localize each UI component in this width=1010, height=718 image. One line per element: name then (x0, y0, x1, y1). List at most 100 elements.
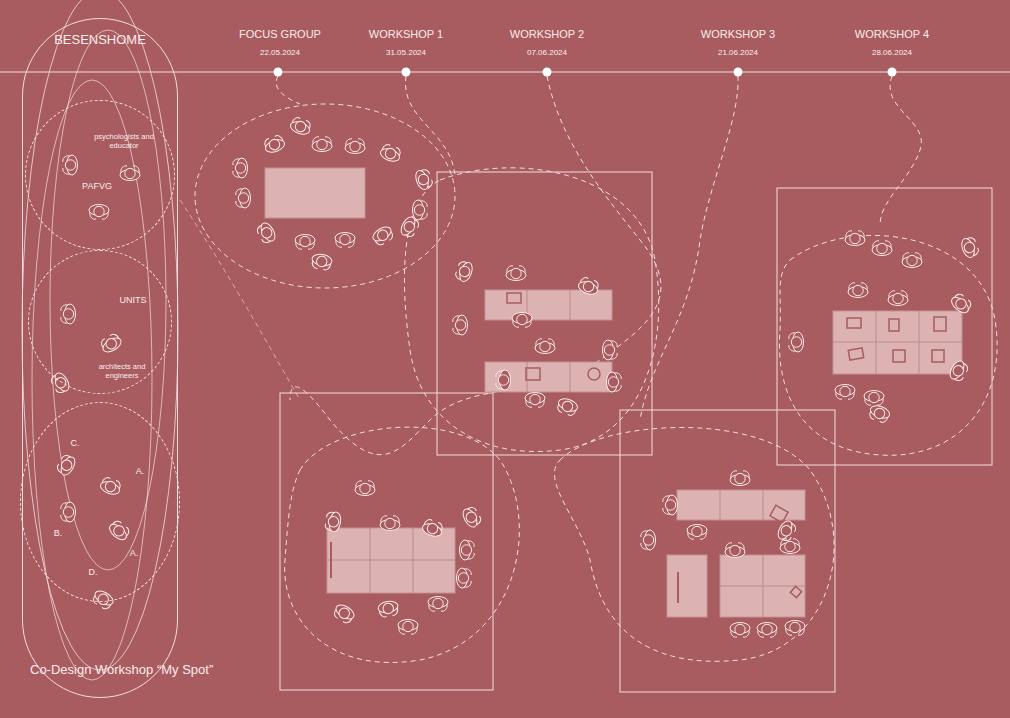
person-figure (332, 602, 357, 625)
person-figure (345, 139, 365, 154)
person-figure (89, 205, 109, 220)
group-label: PAFVG (82, 181, 112, 191)
group-circle: C. A. B. A. D. (20, 402, 180, 602)
event-date: 31.05.2024 (386, 48, 426, 57)
person-figure (555, 396, 579, 417)
person-figure (421, 518, 445, 539)
person-figure (371, 224, 396, 247)
timeline-dot (543, 68, 552, 77)
group-label: UNITS (120, 295, 147, 305)
person-figure (902, 253, 922, 268)
person-figure (641, 530, 656, 550)
table (265, 168, 365, 218)
person-figure (413, 167, 434, 191)
person-figure (91, 588, 116, 611)
person-figure (864, 391, 884, 406)
person-figure (947, 359, 970, 384)
event-date: 22.05.2024 (260, 48, 300, 57)
table (485, 362, 612, 392)
person-figure (428, 597, 448, 612)
person-figure (233, 158, 248, 178)
dashed-area (554, 428, 834, 662)
person-figure (311, 253, 333, 271)
person-figure (535, 339, 555, 354)
event-name: WORKSHOP 3 (701, 28, 775, 40)
person-figure (295, 235, 315, 250)
person-figure (324, 511, 342, 533)
person-figure (959, 235, 980, 259)
dashed-area (779, 235, 997, 455)
person-figure (99, 332, 124, 355)
person-figure (607, 372, 622, 392)
person-figure (61, 502, 76, 522)
person-figure (61, 304, 76, 324)
person-figure (236, 188, 251, 208)
person-figure (603, 340, 618, 360)
person-figure (496, 370, 511, 390)
event-name: FOCUS GROUP (239, 28, 321, 40)
event-name: WORKSHOP 1 (369, 28, 443, 40)
person-figure (255, 221, 278, 246)
person-figure (55, 453, 78, 478)
event-name: WORKSHOP 4 (855, 28, 929, 40)
group-circle: UNITS architects and engineers (28, 250, 172, 394)
person-figure (757, 623, 777, 638)
person-figure (413, 200, 428, 220)
person-figure (377, 600, 399, 618)
table (327, 528, 455, 593)
person-figure (512, 313, 532, 328)
table (833, 311, 962, 374)
group-label: architects and engineers (90, 363, 154, 380)
person-figure (398, 620, 418, 635)
person-figure (730, 471, 750, 486)
event-name: WORKSHOP 2 (510, 28, 584, 40)
person-figure (785, 621, 805, 636)
person-figure (335, 233, 355, 248)
person-figure (453, 315, 468, 335)
event-date: 07.06.2024 (527, 48, 567, 57)
person-figure (663, 495, 678, 515)
dashed-link (640, 76, 738, 420)
person-figure (949, 292, 974, 316)
person-figure (380, 516, 400, 531)
timeline (0, 72, 1010, 73)
callout-letter: B. (54, 528, 63, 538)
group-label: psychologists and educator (93, 133, 155, 150)
table (720, 555, 805, 617)
workshop-frame (620, 410, 835, 692)
person-figure (775, 519, 798, 544)
dashed-link (406, 76, 455, 175)
callout-letter: C. (71, 438, 80, 448)
person-figure (888, 291, 908, 306)
person-figure (525, 393, 545, 408)
person-figure (835, 385, 855, 400)
group-capsule: BESENSHOMEpsychologists and educatorPAFV… (22, 18, 178, 698)
workshop-frame (777, 188, 992, 465)
group-outline (50, 30, 166, 570)
callout-letter: A. (130, 548, 139, 558)
dashed-area (195, 104, 455, 288)
dashed-link (880, 76, 921, 225)
table (667, 555, 707, 617)
person-figure (398, 215, 421, 240)
timeline-dot (402, 68, 411, 77)
dashed-area (404, 168, 658, 452)
callout-letter: A. (136, 466, 145, 476)
callout-letter: D. (89, 567, 98, 577)
person-figure (460, 505, 483, 530)
person-figure (457, 568, 472, 588)
person-figure (63, 155, 78, 175)
event-date: 21.06.2024 (718, 48, 758, 57)
person-figure (262, 134, 286, 155)
person-figure (845, 231, 865, 246)
person-figure (107, 519, 132, 543)
person-figure (289, 116, 313, 137)
timeline-dot (274, 68, 283, 77)
person-figure (867, 403, 891, 424)
person-figure (49, 371, 72, 396)
group-circle: psychologists and educatorPAFVG (25, 100, 175, 250)
caption: Co-Design Workshop “My Spot” (30, 662, 213, 677)
event-date: 28.06.2024 (872, 48, 912, 57)
timeline-dot (734, 68, 743, 77)
